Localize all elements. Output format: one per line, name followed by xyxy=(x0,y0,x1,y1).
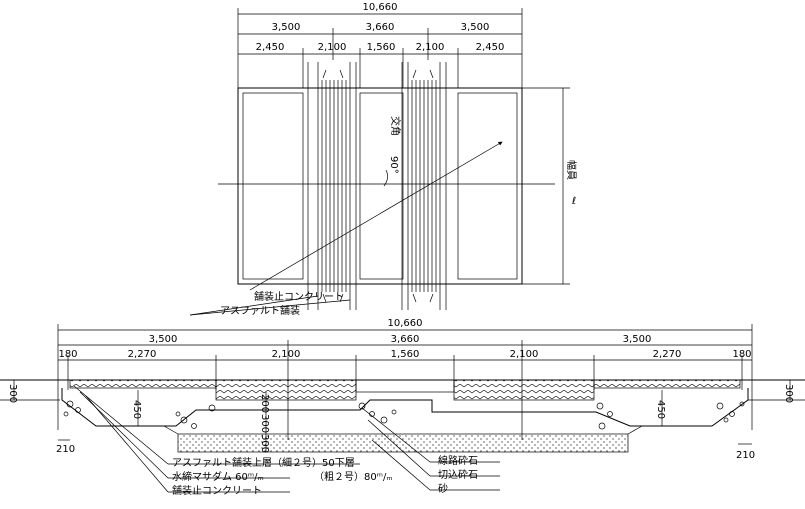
legend-stop-concrete: 舗装止コンクリート xyxy=(172,484,262,497)
section-dim-total: 10,660 xyxy=(388,318,423,329)
plan-left-track xyxy=(307,62,357,310)
legend-asphalt: アスファルト舗装上層（細２号）50下層 xyxy=(172,456,355,469)
dim-left-210: 210 xyxy=(56,444,75,455)
plan-outline xyxy=(237,87,523,285)
dim-center-300b: 300 xyxy=(259,434,270,453)
left-asphalt-layer xyxy=(69,379,217,389)
dim-right-210: 210 xyxy=(736,450,755,461)
center-pavement xyxy=(355,379,455,393)
dim-center-300a: 300 xyxy=(259,414,270,433)
plan-center-pavement xyxy=(359,92,404,280)
plan-dim-row3-2: 2,100 xyxy=(318,42,347,53)
plan-dim-row3-5: 2,450 xyxy=(476,42,505,53)
section-view: 10,660 3,500 3,660 3,500 180 2,270 2,100… xyxy=(0,318,805,497)
crossing-angle-value: 90° xyxy=(388,156,399,174)
section-dim-row3-6: 2,270 xyxy=(653,349,682,360)
dim-left-300: 300 xyxy=(7,384,18,403)
plan-dim-total: 10,660 xyxy=(363,2,398,13)
plan-view: 10,660 3,500 3,660 3,500 2,450 2,100 1,5… xyxy=(189,2,578,317)
legend-coarse: （粗２号）80ᵐ/ₘ xyxy=(314,471,393,483)
legend-track-ballast: 線路砕石 xyxy=(438,454,478,467)
width-label: 幅員 xyxy=(565,160,578,180)
plan-dim-row2-3: 3,500 xyxy=(461,22,490,33)
section-dim-row3-5: 2,100 xyxy=(510,349,539,360)
ballast-stones xyxy=(63,400,745,430)
right-track-planks xyxy=(453,379,595,401)
plan-dim-row3-1: 2,450 xyxy=(256,42,285,53)
plan-right-pavement xyxy=(457,92,518,280)
legend-macadam: 水締マサダム 60ᵐ/ₘ xyxy=(172,470,264,483)
plan-dimension-lines xyxy=(237,8,523,88)
crossing-angle-label: 交角 xyxy=(389,116,402,136)
plan-dim-row2-1: 3,500 xyxy=(272,22,301,33)
section-dim-row2-1: 3,500 xyxy=(149,334,178,345)
right-asphalt-layer xyxy=(593,379,741,389)
road-axis-arrow xyxy=(249,141,503,291)
section-dim-row3-7: 180 xyxy=(732,349,751,360)
dim-center-200: 200 xyxy=(259,394,270,413)
legend-sand: 砂 xyxy=(438,482,448,495)
section-dim-row2-2: 3,660 xyxy=(391,334,420,345)
section-dim-row3-3: 2,100 xyxy=(272,349,301,360)
legend-leaders xyxy=(73,385,500,493)
legend-crushed-run: 切込砕石 xyxy=(438,469,478,481)
callout-asphalt: アスファルト舗装 xyxy=(220,304,300,317)
section-dim-row3-2: 2,270 xyxy=(128,349,157,360)
plan-dim-row3-4: 2,100 xyxy=(416,42,445,53)
section-dim-row3-1b: 180 xyxy=(58,349,77,360)
left-track-planks xyxy=(215,379,357,401)
section-dim-row2-3: 3,500 xyxy=(623,334,652,345)
callout-stop-concrete: 舗装止コンクリート xyxy=(254,290,344,303)
plan-left-pavement xyxy=(242,92,304,280)
subgrade-profile xyxy=(61,388,749,427)
angle-arc xyxy=(383,169,388,187)
sand-layer xyxy=(177,433,629,453)
dim-right-300: 300 xyxy=(783,384,794,403)
width-symbol: ℓ xyxy=(572,196,576,207)
dim-left-450: 450 xyxy=(131,400,142,419)
section-dim-row3-4: 1,560 xyxy=(391,349,420,360)
plan-dim-row3-3: 1,560 xyxy=(367,42,396,53)
dim-right-450: 450 xyxy=(655,400,666,419)
plan-right-track xyxy=(401,62,447,310)
plan-dim-row2-2: 3,660 xyxy=(366,22,395,33)
